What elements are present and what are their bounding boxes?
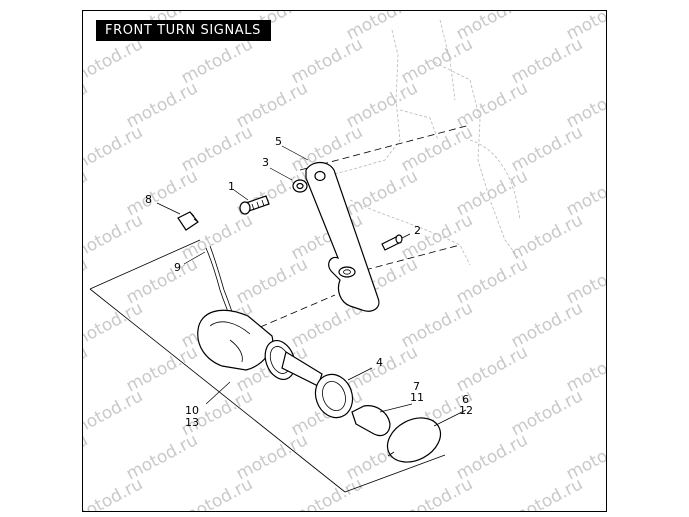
- watermark-text: motod.ru: [673, 166, 689, 220]
- washer-part-3: [292, 179, 308, 193]
- watermark-text: motod.ru: [673, 430, 689, 484]
- screw-part-1: [239, 195, 270, 215]
- watermark-text: motod.ru: [618, 34, 689, 88]
- watermark-text: motod.ru: [68, 34, 146, 88]
- watermark-text: motod.ru: [618, 474, 689, 517]
- callout-2: 2: [414, 224, 421, 237]
- callout-3: 3: [262, 156, 269, 169]
- callout-12: 12: [459, 404, 473, 417]
- watermark-text: motod.ru: [673, 254, 689, 308]
- callout-5: 5: [275, 135, 282, 148]
- watermark-text: motod.ru: [13, 254, 91, 308]
- bracket-part-5: [305, 161, 380, 312]
- watermark-text: motod.ru: [68, 210, 146, 264]
- watermark-text: motod.ru: [618, 210, 689, 264]
- ring-part-4: [314, 373, 354, 419]
- callout-4: 4: [376, 356, 383, 369]
- callout-9: 9: [174, 261, 181, 274]
- callout-7: 7: [413, 380, 420, 393]
- watermark-text: motod.ru: [13, 166, 91, 220]
- watermark-text: motod.ru: [618, 298, 689, 352]
- leader-lines: [156, 145, 467, 427]
- watermark-text: motod.ru: [68, 474, 146, 517]
- watermark-text: motod.ru: [673, 342, 689, 396]
- watermark-text: motod.ru: [13, 0, 91, 44]
- watermark-text: motod.ru: [68, 386, 146, 440]
- lens-part-6: [386, 417, 442, 463]
- diagram-title: FRONT TURN SIGNALS: [96, 20, 271, 41]
- watermark-text: motod.ru: [13, 430, 91, 484]
- callout-10: 10: [185, 404, 199, 417]
- assembly-dash-lines: [229, 124, 471, 341]
- lamp-socket: [264, 340, 323, 387]
- screw-part-2: [381, 234, 403, 251]
- callout-13: 13: [185, 416, 199, 429]
- watermark-text: motod.ru: [13, 78, 91, 132]
- watermark-text: motod.ru: [13, 342, 91, 396]
- perspective-lines: [89, 239, 446, 493]
- watermark-text: motod.ru: [68, 122, 146, 176]
- bulb-part-7: [351, 405, 391, 437]
- watermark-text: motod.ru: [508, 474, 586, 517]
- callout-11: 11: [410, 391, 424, 404]
- watermark-text: motod.ru: [68, 298, 146, 352]
- watermark-text: motod.ru: [673, 78, 689, 132]
- callout-6: 6: [462, 393, 469, 406]
- watermark-text: motod.ru: [618, 386, 689, 440]
- callout-1: 1: [228, 180, 235, 193]
- connector-part-8: [177, 211, 199, 231]
- watermark-text: motod.ru: [673, 0, 689, 44]
- turn-signal-housing-part-10: [197, 309, 274, 371]
- watermark-text: motod.ru: [178, 474, 256, 517]
- fork-outline-ghost: [329, 19, 521, 266]
- callout-labels: 1 2 3 4 5 6 7 8 9 10 11 12 13: [145, 135, 473, 429]
- watermark-text: motod.ru: [618, 122, 689, 176]
- watermark-text: motod.ru: [288, 474, 366, 517]
- wire-part-9: [205, 245, 233, 313]
- watermark-text: motod.ru: [398, 474, 476, 517]
- callout-8: 8: [145, 193, 152, 206]
